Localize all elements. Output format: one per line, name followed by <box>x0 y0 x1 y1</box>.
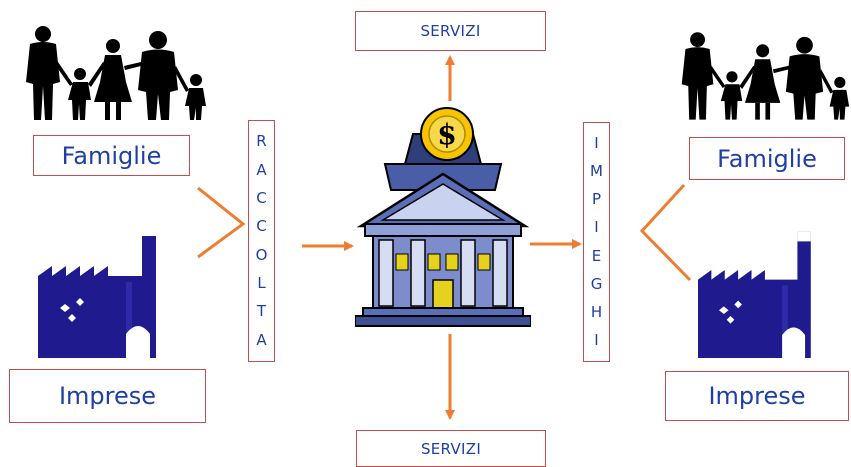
right-bracket-line <box>639 183 692 282</box>
famiglie-right-label: Famiglie <box>717 144 817 173</box>
family-icon <box>681 32 850 120</box>
impieghi-letter: G <box>590 274 603 293</box>
raccolta-letter: A <box>256 330 267 349</box>
impieghi-letter: I <box>594 330 599 349</box>
raccolta-letter: C <box>256 217 267 236</box>
bank-icon: $ <box>355 107 531 327</box>
raccolta-letter: R <box>256 132 267 151</box>
famiglie-left-box: Famiglie <box>33 135 190 176</box>
raccolta-letter: O <box>255 245 268 264</box>
factory-icon <box>38 226 156 358</box>
family-icon <box>26 26 206 120</box>
factory-icon <box>698 231 811 358</box>
raccolta-letter: C <box>256 188 267 207</box>
famiglie-right-box: Famiglie <box>689 137 845 180</box>
impieghi-letter: M <box>590 162 603 181</box>
servizi-top-box: SERVIZI <box>355 11 546 51</box>
servizi-bottom-box: SERVIZI <box>356 430 546 467</box>
servizi-top-label: SERVIZI <box>420 22 481 40</box>
famiglie-left-label: Famiglie <box>61 141 162 170</box>
impieghi-letter: P <box>591 190 602 209</box>
raccolta-letter: T <box>256 302 267 321</box>
imprese-left-label: Imprese <box>58 382 157 410</box>
impieghi-letter: H <box>590 302 603 321</box>
imprese-right-label: Imprese <box>708 382 806 410</box>
left-bracket-line <box>197 186 246 259</box>
impieghi-letter: I <box>594 134 599 153</box>
impieghi-letter: I <box>594 218 599 237</box>
servizi-bottom-label: SERVIZI <box>420 439 482 458</box>
svg-text:$: $ <box>437 118 456 151</box>
imprese-left-box: Imprese <box>9 369 206 423</box>
raccolta-letter: L <box>257 273 266 292</box>
coin-icon: $ <box>420 107 474 161</box>
impieghi-letter: E <box>591 246 602 265</box>
raccolta-letter: A <box>256 160 267 179</box>
imprese-right-box: Imprese <box>665 371 849 421</box>
